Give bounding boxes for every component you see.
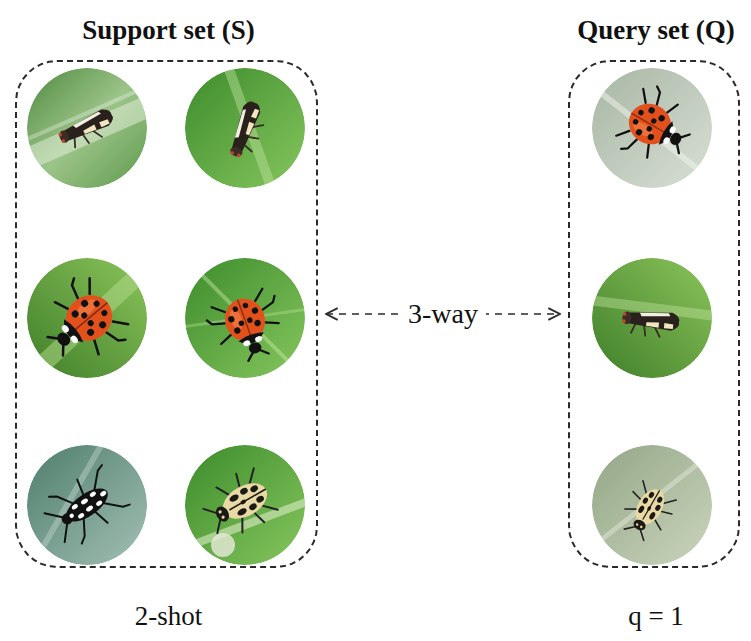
set-caption: q = 1 <box>628 600 684 632</box>
set-heading: Support set (S) <box>82 14 255 46</box>
insect-photo <box>175 258 315 378</box>
insect-photo <box>582 445 722 565</box>
insect-photo <box>185 58 305 198</box>
insect-photo <box>165 445 325 565</box>
insect-photo <box>17 258 157 388</box>
set-box: Query set (Q)q = 1 <box>568 60 740 568</box>
set-heading: Query set (Q) <box>577 14 734 46</box>
set-caption: 2-shot <box>135 600 203 632</box>
insect-photo <box>572 258 732 378</box>
insect-photo <box>7 68 167 188</box>
insect-photo <box>27 435 147 575</box>
set-box: Support set (S)2-shot <box>15 60 318 568</box>
insect-photo <box>582 68 722 188</box>
edge-label: 3-way <box>400 298 486 330</box>
